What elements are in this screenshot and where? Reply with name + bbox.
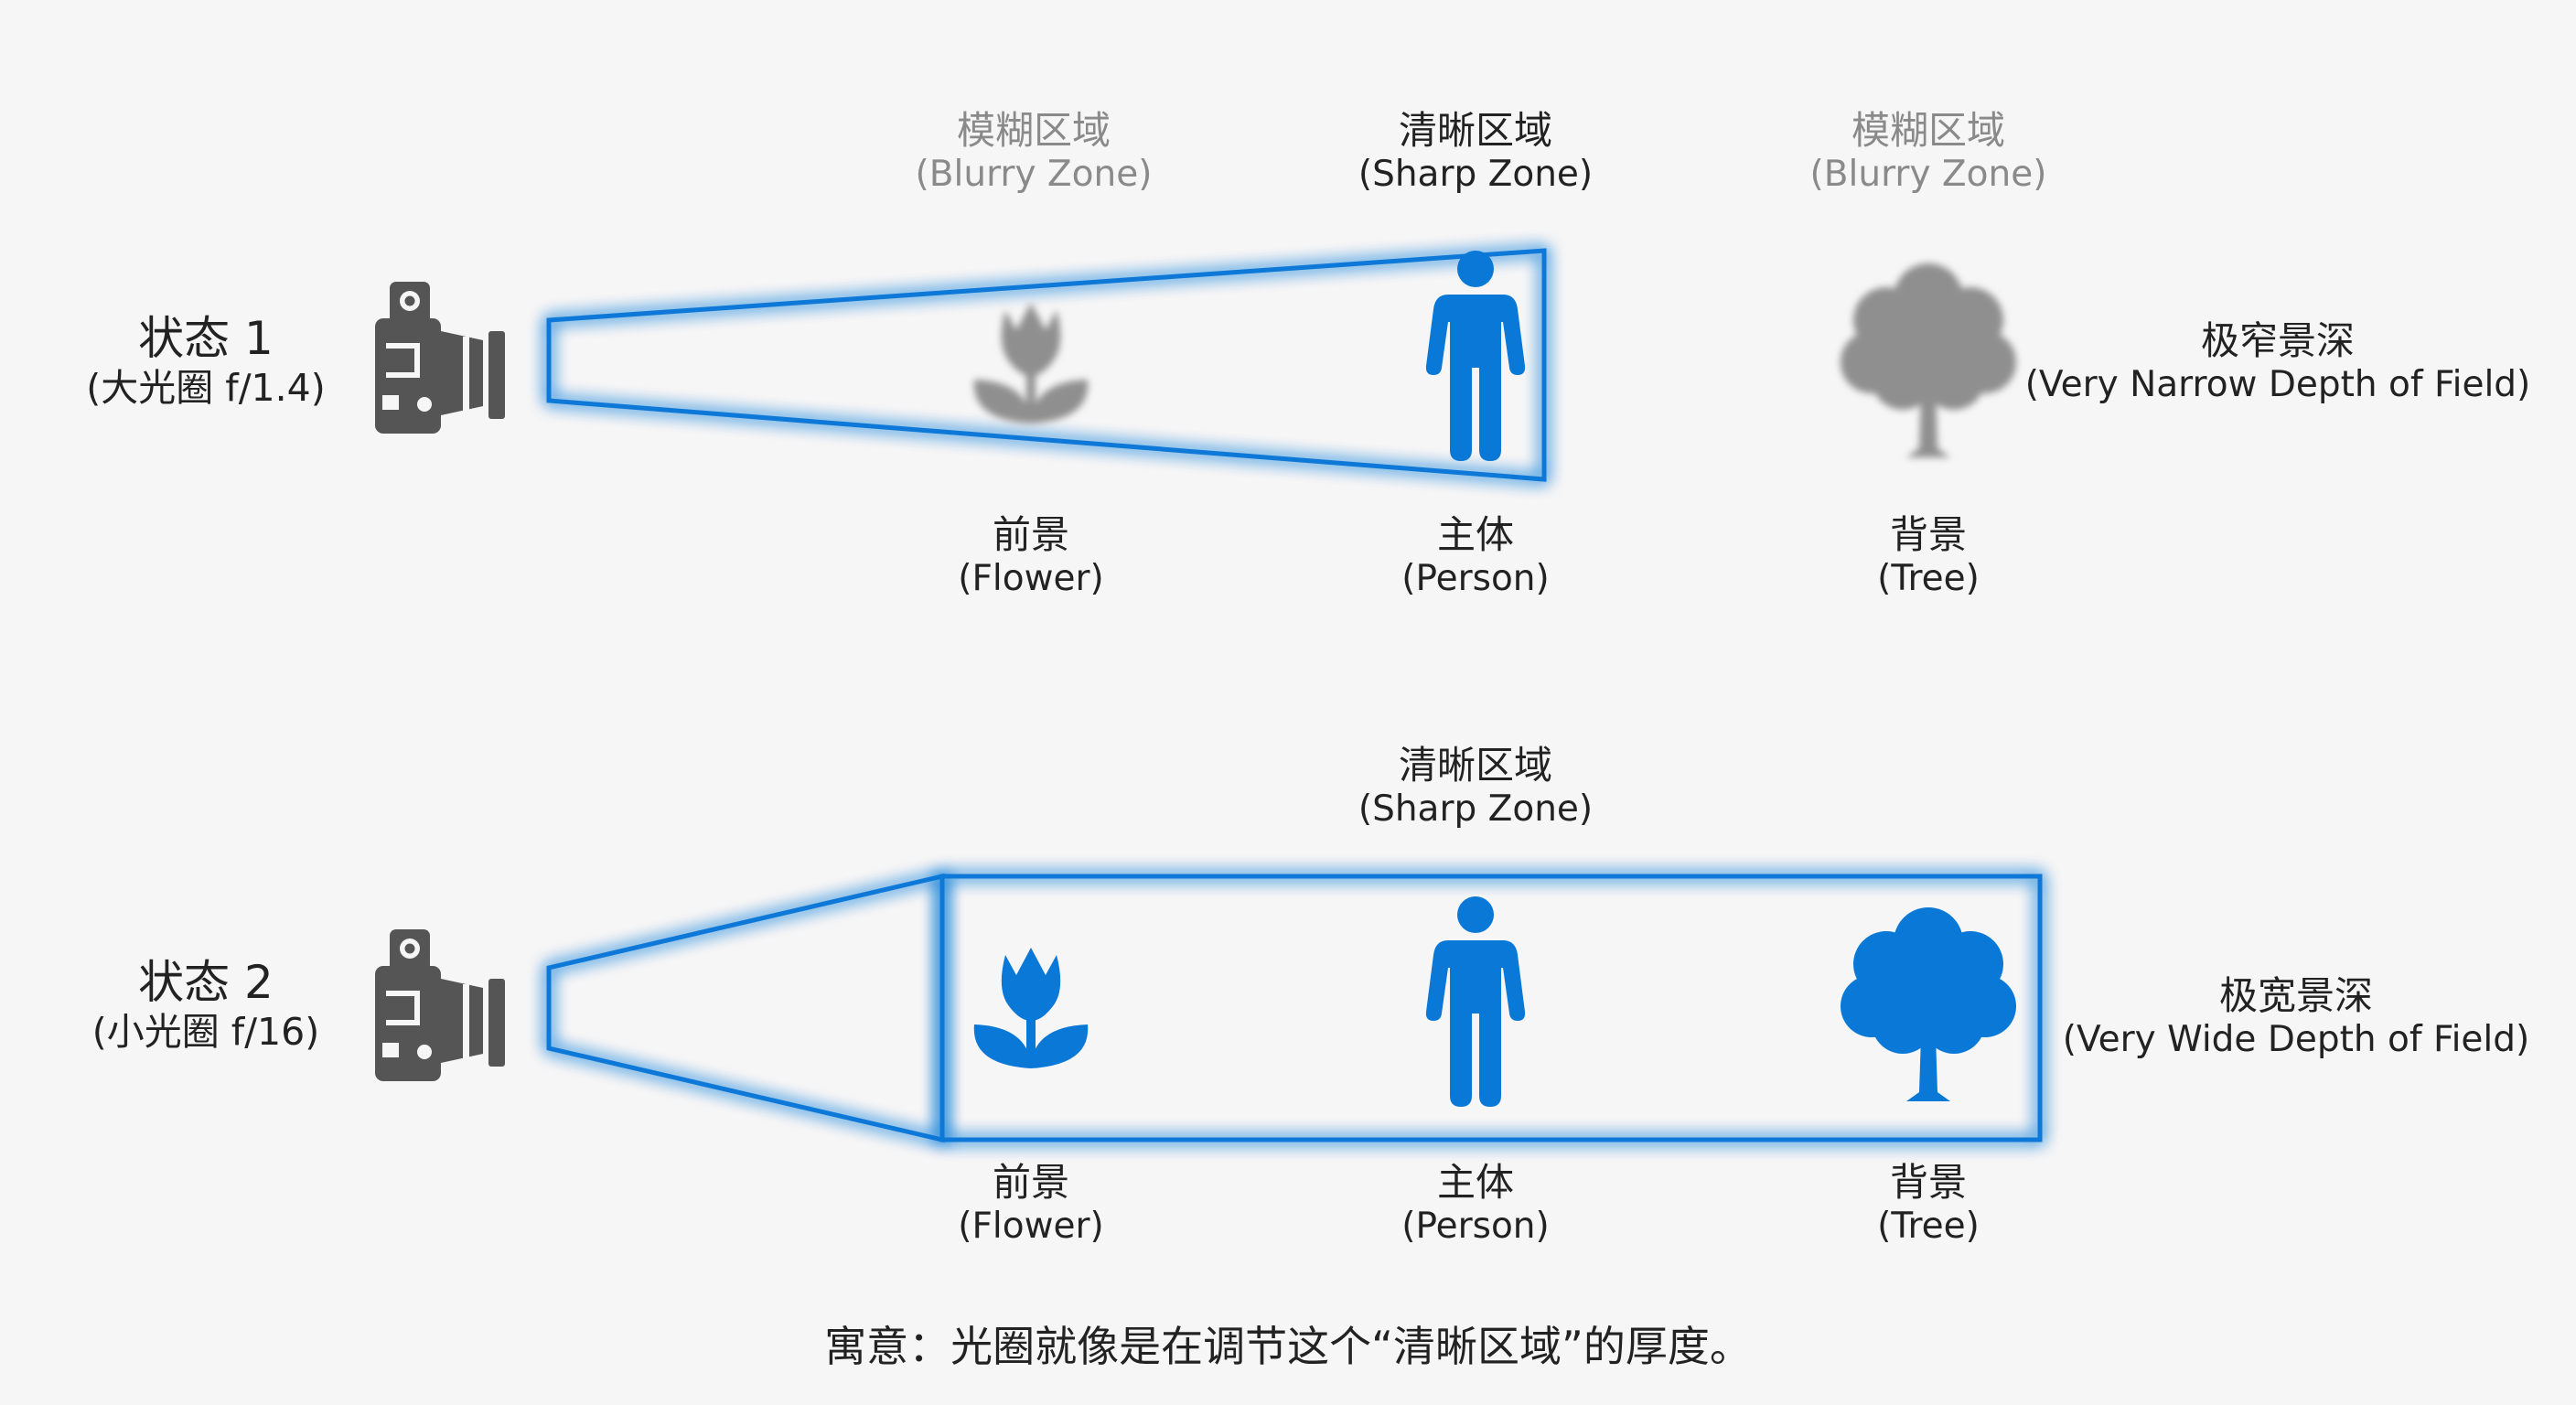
- focus-cone-narrow: [546, 248, 1547, 482]
- object-subtitle: (Tree): [1877, 1206, 1980, 1248]
- object-label-background: 背景 (Tree): [1791, 512, 2066, 601]
- zone-label-near: 模糊区域 (Blurry Zone): [851, 108, 1217, 197]
- tree-icon: [1841, 907, 2016, 1101]
- result-title: 极宽景深: [2218, 973, 2373, 1018]
- aperture-setting: (小光圈 f/16): [91, 1010, 320, 1054]
- result-title: 极窄景深: [2200, 318, 2355, 363]
- result-label: 极窄景深 (Very Narrow Depth of Field): [2022, 318, 2534, 407]
- object-title: 主体: [1436, 512, 1514, 557]
- person-icon: [1425, 896, 1526, 1107]
- caption: 寓意：光圈就像是在调节这个“清晰区域”的厚度。: [824, 1322, 1752, 1371]
- object-subtitle: (Flower): [958, 558, 1104, 600]
- result-subtitle: (Very Narrow Depth of Field): [2024, 364, 2531, 406]
- zone-label-far: 模糊区域 (Blurry Zone): [1745, 108, 2111, 197]
- zone-title: 模糊区域: [1851, 108, 2005, 153]
- object-title: 主体: [1436, 1160, 1514, 1205]
- camera-icon: [375, 282, 505, 434]
- object-title: 前景: [992, 512, 1069, 557]
- flower-icon: [973, 948, 1089, 1068]
- object-subtitle: (Person): [1401, 1206, 1550, 1248]
- state-1-label: 状态 1 (大光圈 f/1.4): [55, 311, 357, 411]
- zone-subtitle: (Sharp Zone): [1358, 154, 1594, 196]
- object-subtitle: (Flower): [958, 1206, 1104, 1248]
- object-title: 前景: [992, 1160, 1069, 1205]
- state-title: 状态 2: [138, 956, 274, 1009]
- tree-icon: [1841, 263, 2016, 457]
- object-label-foreground: 前景 (Flower): [894, 1160, 1168, 1249]
- person-icon: [1425, 251, 1526, 461]
- result-subtitle: (Very Wide Depth of Field): [2062, 1019, 2530, 1061]
- object-label-subject: 主体 (Person): [1338, 1160, 1613, 1249]
- zone-subtitle: (Blurry Zone): [915, 154, 1153, 196]
- state-title: 状态 1: [138, 312, 274, 365]
- object-label-background: 背景 (Tree): [1791, 1160, 2066, 1249]
- sharp-zone-box: [939, 874, 2043, 1142]
- object-subtitle: (Tree): [1877, 558, 1980, 600]
- object-title: 背景: [1889, 512, 1967, 557]
- object-subtitle: (Person): [1401, 558, 1550, 600]
- object-label-foreground: 前景 (Flower): [894, 512, 1168, 601]
- object-label-subject: 主体 (Person): [1338, 512, 1613, 601]
- flower-icon: [973, 303, 1089, 424]
- zone-title: 清晰区域: [1398, 743, 1552, 788]
- zone-title: 清晰区域: [1398, 108, 1552, 153]
- zone-label-sharp: 清晰区域 (Sharp Zone): [1293, 743, 1658, 831]
- zone-subtitle: (Blurry Zone): [1809, 154, 2047, 196]
- aperture-setting: (大光圈 f/1.4): [86, 366, 326, 410]
- state-2-label: 状态 2 (小光圈 f/16): [55, 955, 357, 1055]
- zone-subtitle: (Sharp Zone): [1358, 788, 1594, 831]
- object-title: 背景: [1889, 1160, 1967, 1205]
- zone-label-sharp: 清晰区域 (Sharp Zone): [1293, 108, 1658, 197]
- focus-cone-wide: [546, 873, 945, 1143]
- camera-icon: [375, 929, 505, 1081]
- result-label: 极宽景深 (Very Wide Depth of Field): [2040, 973, 2552, 1062]
- zone-title: 模糊区域: [956, 108, 1111, 153]
